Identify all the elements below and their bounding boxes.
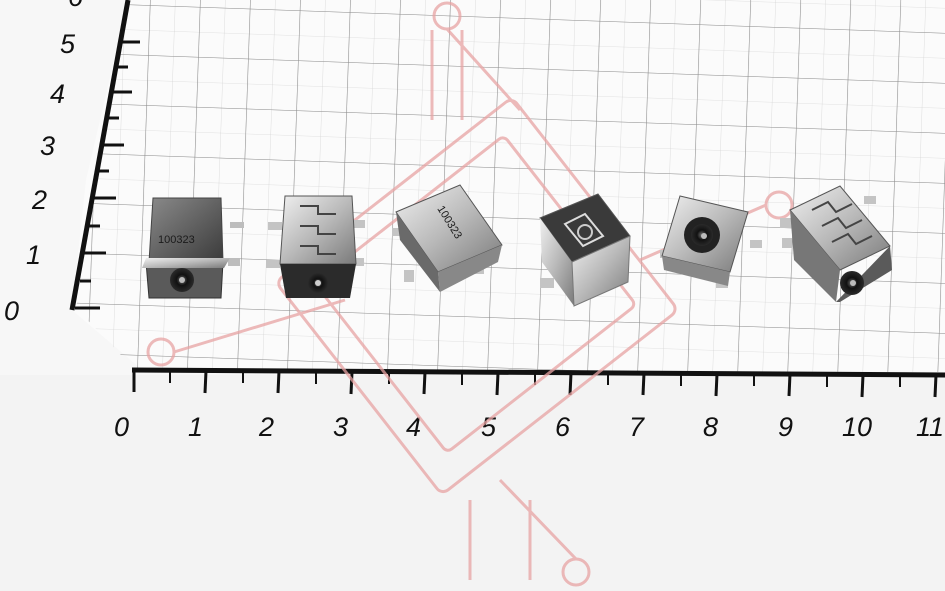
h-tick-9: 9 bbox=[778, 412, 793, 442]
horizontal-ruler: 0 1 2 3 4 5 6 7 8 9 10 11 bbox=[114, 367, 945, 442]
v-tick-0: 0 bbox=[4, 296, 19, 326]
h-tick-5: 5 bbox=[481, 412, 497, 442]
h-tick-11: 11 bbox=[916, 412, 944, 442]
lower-paper bbox=[0, 375, 945, 591]
h-tick-4: 4 bbox=[406, 412, 421, 442]
dc-jack-1: 100323 bbox=[142, 197, 244, 299]
h-tick-2: 2 bbox=[258, 412, 274, 442]
h-tick-7: 7 bbox=[629, 412, 645, 442]
grid-paper bbox=[76, 0, 945, 372]
vertical-ruler: 0 1 2 3 4 5 6 bbox=[4, 0, 140, 326]
h-tick-1: 1 bbox=[188, 412, 203, 442]
chip-marking-1: 100323 bbox=[158, 234, 195, 246]
v-tick-1: 1 bbox=[26, 240, 41, 270]
dc-jack-3: 100323 bbox=[392, 184, 503, 292]
h-tick-0: 0 bbox=[114, 412, 129, 442]
h-tick-6: 6 bbox=[555, 412, 571, 442]
dc-jack-5 bbox=[660, 195, 762, 288]
dc-jack-2 bbox=[266, 195, 365, 298]
h-tick-10: 10 bbox=[842, 412, 872, 442]
h-tick-3: 3 bbox=[333, 412, 348, 442]
dc-jack-4 bbox=[539, 193, 631, 307]
h-tick-8: 8 bbox=[703, 412, 718, 442]
v-tick-2: 2 bbox=[31, 185, 47, 215]
v-tick-5: 5 bbox=[60, 29, 76, 59]
v-tick-3: 3 bbox=[40, 131, 55, 161]
dc-jack-6 bbox=[780, 185, 892, 302]
v-tick-6: 6 bbox=[68, 0, 84, 12]
v-tick-4: 4 bbox=[50, 79, 65, 109]
